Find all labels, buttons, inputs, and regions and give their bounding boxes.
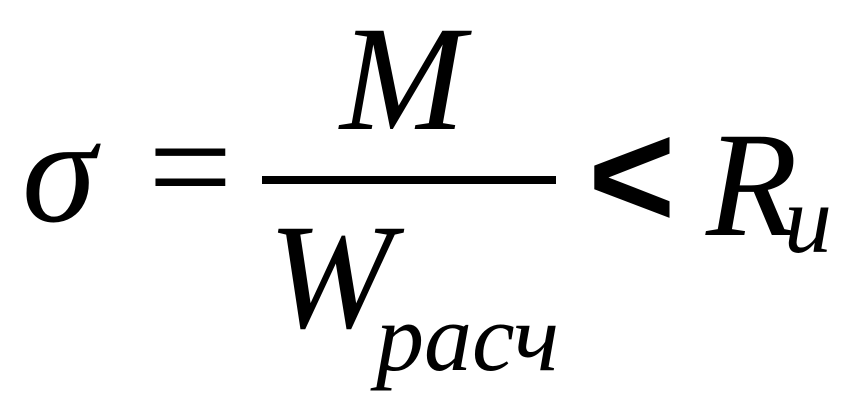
sigma-symbol: σ — [22, 88, 96, 254]
less-than-sign: < — [588, 91, 676, 259]
rhs-subscript: и — [784, 166, 832, 273]
equals-sign: = — [148, 84, 233, 250]
denominator-subscript: расч — [376, 284, 560, 391]
denominator-section-modulus: W — [268, 194, 393, 360]
numerator-moment: M — [340, 0, 465, 162]
fraction-bar — [262, 176, 556, 184]
rhs-resistance: R — [706, 102, 798, 268]
